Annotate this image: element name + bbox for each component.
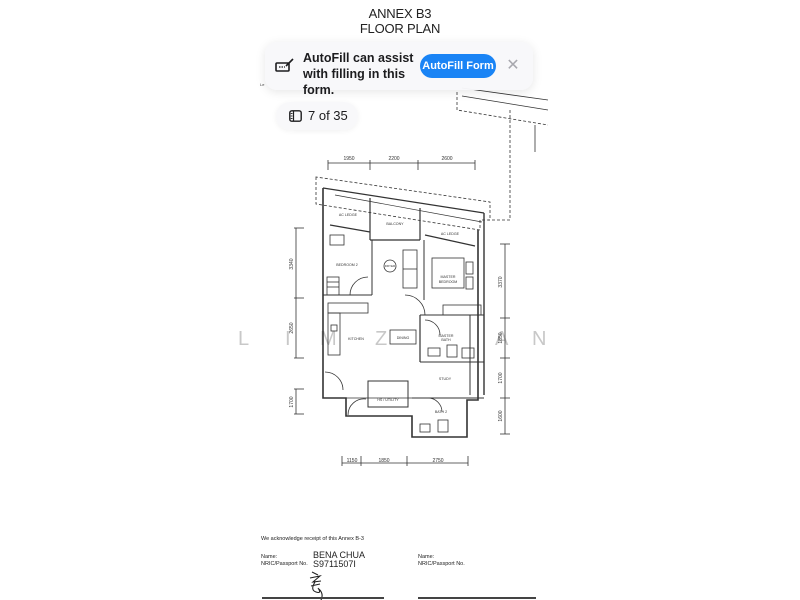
dimension-label: 1600 [498,410,504,421]
room-label-master-bedroom: BEDROOM [439,280,458,284]
watermark-letter: Z [375,328,388,350]
room-label-dining: DINING [397,336,410,340]
room-label-study: STUDY [439,377,452,381]
dimension-label: 1950 [343,156,354,162]
sidebar-pages-icon [289,110,302,122]
watermark-letter: L [238,328,250,350]
signatory-2-id-label: NRIC/Passport No. [418,561,465,567]
watermark-letter: I [285,328,291,350]
room-label-master-bath: BATH [441,338,451,342]
room-label-bath-2: BATH 2 [435,410,447,414]
document-title: ANNEX B3 [368,6,432,21]
page-indicator[interactable]: 7 of 35 [276,102,358,130]
autofill-form-icon [275,58,294,72]
dimension-label: 1700 [498,372,504,383]
dimension-label: 2600 [441,156,452,162]
room-label-dryer: DRYER [385,264,396,268]
handwritten-signature [309,571,323,600]
room-label-master-bath: MASTER [439,334,454,338]
room-label-kitchen: KITCHEN [348,337,364,341]
edge-label: Le [260,82,265,87]
room-label-master-bedroom: MASTER [441,275,456,279]
dimension-label: 1850 [378,458,389,464]
floor-plan: AC LEDGE BALCONY AC LEDGE BEDROOM 2 DRYE… [289,87,548,466]
signature-line-1 [262,597,384,599]
document-page [258,0,542,600]
room-label-hs-utility: HS / UTILITY [377,398,399,402]
dimension-label: 1150 [347,458,358,464]
signatory-1-name: BENA CHUA [313,550,366,560]
signature-line-2 [418,597,536,599]
room-label-ac-ledge: AC LEDGE [339,213,358,217]
dimension-label: 1700 [289,396,295,407]
signatory-1-id: S9711507I [313,559,356,569]
room-label-bedroom-2: BEDROOM 2 [336,263,358,267]
dimension-label: 3370 [498,276,504,287]
room-label-ac-ledge: AC LEDGE [441,232,460,236]
document-subtitle: FLOOR PLAN [359,21,441,36]
close-icon[interactable]: ✕ [506,57,520,74]
exterior-wall [322,188,479,438]
autofill-banner: AutoFill can assist with filling in this… [265,42,533,97]
dimension-label: 3340 [289,258,295,269]
dimension-label: 2650 [289,322,295,333]
signatory-2-name-label: Name: [418,554,435,560]
watermark-letter: N [532,328,547,350]
dimension-label: 2750 [432,458,443,464]
autofill-message: AutoFill can assist with filling in this… [303,51,414,97]
adjacent-unit-outline [456,87,548,221]
autofill-form-button[interactable]: AutoFill Form [420,54,496,78]
top-dimension-line [327,160,476,170]
acknowledgement-statement: We acknowledge receipt of this Annex B-3 [261,536,364,542]
dimension-label: 1850 [498,332,504,343]
roof-outline [315,176,491,231]
page-counter: 7 of 35 [308,108,348,123]
signatory-1-name-label: Name: [261,554,278,560]
room-label-balcony: BALCONY [386,222,404,226]
signatory-1-id-label: NRIC/Passport No. [261,561,308,567]
dimension-label: 2200 [388,156,399,162]
